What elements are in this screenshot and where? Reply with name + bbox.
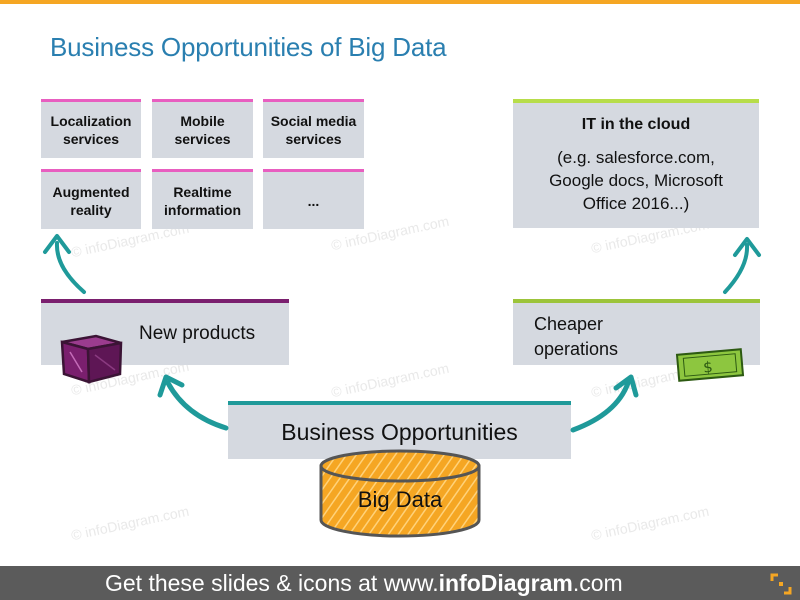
money-icon: $ <box>675 348 745 382</box>
cheaper-operations-line-1: Cheaper <box>534 314 604 334</box>
footer-prefix: Get these slides & icons at www. <box>105 570 439 596</box>
big-data-label: Big Data <box>357 487 443 512</box>
arrow-to-new-products <box>157 374 229 431</box>
arrow-to-cheaper-operations <box>570 374 639 433</box>
cube-icon <box>60 334 123 384</box>
it-cloud-title: IT in the cloud <box>581 116 691 133</box>
card-localization-services: Localization services <box>41 99 141 158</box>
arrow-up-left <box>43 234 86 294</box>
footer-bar: Get these slides & icons at www.infoDiag… <box>0 566 800 600</box>
big-data-cylinder-icon <box>319 449 481 538</box>
card-ellipsis: ... <box>263 169 364 229</box>
business-opportunities-label: Business Opportunities <box>281 418 518 445</box>
footer-brand: infoDiagram <box>438 570 573 596</box>
it-cloud-line-2: Google docs, Microsoft <box>549 171 723 190</box>
page-title: Business Opportunities of Big Data <box>50 32 447 62</box>
svg-text:$: $ <box>702 358 713 377</box>
footer-suffix: .com <box>572 570 623 596</box>
brand-corner-icon <box>770 573 792 595</box>
business-opportunities-box: Business Opportunities <box>228 401 571 459</box>
cheaper-operations-line-2: operations <box>534 339 619 359</box>
top-accent-bar <box>0 0 800 4</box>
footer-text[interactable]: Get these slides & icons at www.infoDiag… <box>105 570 623 597</box>
card-it-in-the-cloud: IT in the cloud (e.g. salesforce.com, Go… <box>513 99 759 228</box>
it-cloud-line-1: (e.g. salesforce.com, <box>557 148 715 167</box>
card-augmented-reality: Augmented reality <box>41 169 141 229</box>
new-products-label: New products <box>139 323 256 344</box>
card-social-media-services: Social media services <box>263 99 364 158</box>
card-mobile-services: Mobile services <box>152 99 253 158</box>
card-realtime-information: Realtime information <box>152 169 253 229</box>
arrow-up-right <box>723 237 761 294</box>
it-cloud-line-3: Office 2016...) <box>582 194 690 213</box>
